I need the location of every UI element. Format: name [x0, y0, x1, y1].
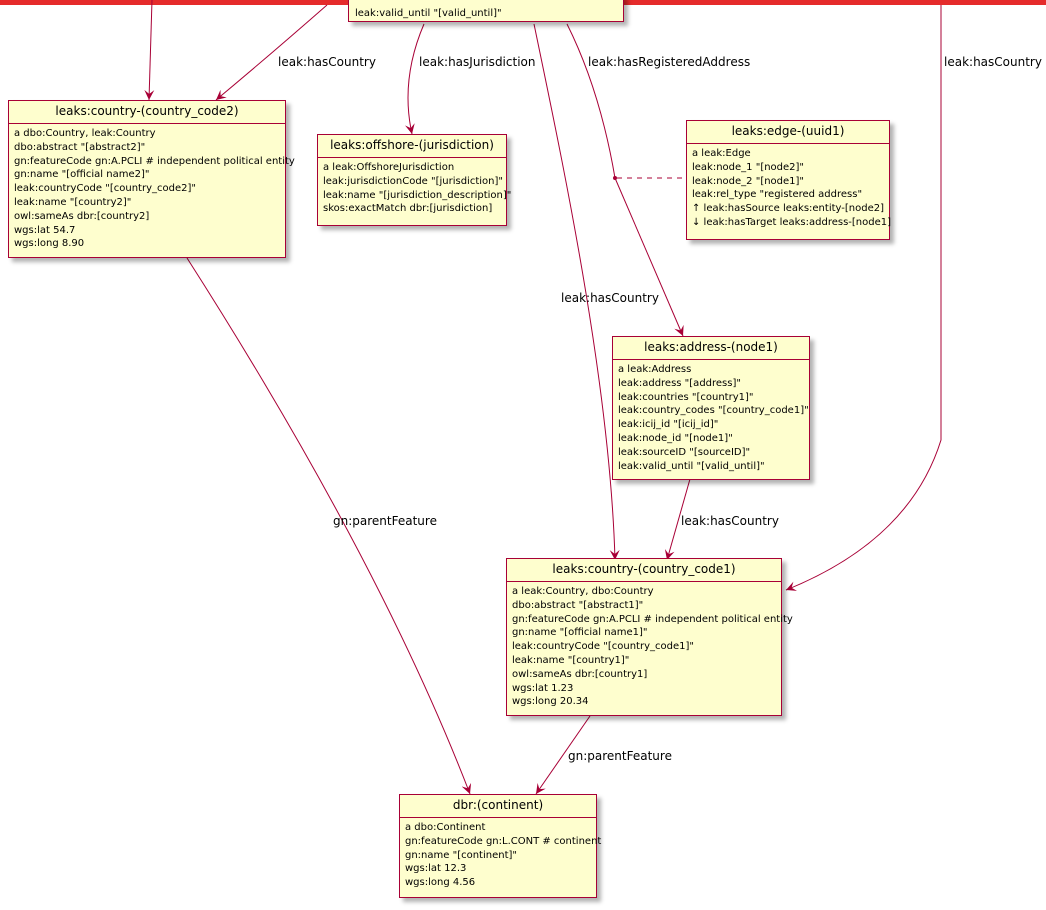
node-address-node1[interactable]: leaks:address-(node1) a leak:Address lea…	[612, 336, 810, 480]
node-prop: wgs:long 8.90	[14, 238, 85, 250]
node-prop: wgs:lat 54.7	[14, 224, 76, 236]
node-continent[interactable]: dbr:(continent) a dbo:Continent gn:featu…	[399, 794, 602, 898]
edge-parent-feature-1	[186, 257, 472, 795]
node-prop: owl:sameAs dbr:[country1]	[512, 668, 648, 680]
edge-join-dot	[613, 176, 617, 180]
node-prop: dbo:abstract "[abstract2]"	[14, 141, 146, 153]
node-prop: leak:sourceID "[sourceID]"	[618, 446, 751, 458]
node-prop: a dbo:Country, leak:Country	[14, 128, 156, 139]
node-prop: dbo:abstract "[abstract1]"	[512, 599, 644, 611]
node-prop: leak:rel_type "registered address"	[692, 189, 863, 201]
node-country-code2-title: leaks:country-(country_code2)	[9, 101, 285, 124]
top-node-partial: leak:valid_until "[valid_until]"	[348, 0, 624, 22]
node-country-code1-title: leaks:country-(country_code1)	[507, 559, 781, 582]
node-prop: a leak:Address	[618, 364, 692, 375]
node-prop: leak:icij_id "[icij_id]"	[618, 419, 719, 431]
node-prop: leak:countryCode "[country_code1]"	[512, 641, 694, 653]
edge-has-registered-address-a	[566, 23, 616, 179]
node-prop: leak:name "[country2]"	[14, 196, 132, 208]
node-prop: wgs:long 4.56	[405, 877, 476, 889]
edge-label-has-country-1: leak:hasCountry	[278, 55, 376, 69]
node-prop: gn:featureCode gn:L.CONT # continent	[405, 835, 602, 847]
node-prop: gn:featureCode gn:A.PCLI # independent p…	[14, 155, 295, 167]
edge-has-jurisdiction	[404, 23, 425, 135]
node-prop: gn:name "[official name1]"	[512, 627, 648, 639]
edge-label-has-country-right: leak:hasCountry	[944, 55, 1042, 69]
edge-to-country2-left	[144, 0, 155, 101]
node-prop: leak:name "[jurisdiction_description]"	[323, 189, 512, 201]
node-continent-title: dbr:(continent)	[400, 795, 596, 818]
node-prop: a dbo:Continent	[405, 822, 486, 833]
edge-label-parent-feature-1: gn:parentFeature	[333, 514, 437, 528]
edge-address-has-country	[664, 478, 691, 561]
node-prop: ↓ leak:hasTarget leaks:address-[node1]	[692, 216, 892, 228]
node-prop: leak:valid_until "[valid_until]"	[618, 460, 765, 472]
node-prop: leak:name "[country1]"	[512, 654, 630, 666]
node-prop: leak:node_2 "[node1]"	[692, 175, 805, 187]
node-address-title: leaks:address-(node1)	[613, 337, 809, 360]
node-prop: wgs:long 20.34	[512, 696, 589, 708]
edge-has-country-mid	[533, 23, 620, 561]
node-prop: ↑ leak:hasSource leaks:entity-[node2]	[692, 203, 884, 215]
node-edge-uuid1[interactable]: leaks:edge-(uuid1) a leak:Edge leak:node…	[686, 120, 892, 240]
node-prop: gn:name "[continent]"	[405, 849, 517, 861]
node-prop: a leak:Edge	[692, 148, 751, 159]
node-country-code2[interactable]: leaks:country-(country_code2) a dbo:Coun…	[8, 100, 295, 258]
node-offshore-title: leaks:offshore-(jurisdiction)	[318, 135, 506, 158]
node-prop: gn:name "[official name2]"	[14, 169, 150, 181]
node-prop: wgs:lat 12.3	[405, 863, 467, 875]
node-prop: leak:countries "[country1]"	[618, 391, 754, 403]
edge-has-country-right	[785, 5, 942, 591]
node-prop: leak:node_1 "[node2]"	[692, 161, 805, 173]
node-prop: leak:country_codes "[country_code1]"	[618, 405, 809, 417]
node-prop: leak:node_id "[node1]"	[618, 432, 733, 444]
node-prop: leak:countryCode "[country_code2]"	[14, 183, 196, 195]
edge-label-address-has-country: leak:hasCountry	[681, 514, 779, 528]
edge-label-has-jurisdiction: leak:hasJurisdiction	[419, 55, 536, 69]
node-prop: owl:sameAs dbr:[country2]	[14, 210, 150, 222]
node-prop: wgs:lat 1.23	[512, 682, 574, 694]
node-edge-title: leaks:edge-(uuid1)	[687, 121, 889, 144]
node-offshore-jurisdiction[interactable]: leaks:offshore-(jurisdiction) a leak:Off…	[317, 134, 512, 226]
node-prop: leak:jurisdictionCode "[jurisdiction]"	[323, 175, 503, 187]
node-prop: a leak:OffshoreJurisdiction	[323, 162, 455, 173]
edge-parent-feature-2	[535, 715, 591, 795]
edge-has-country-to-country2	[215, 4, 328, 101]
edge-label-has-country-mid: leak:hasCountry	[561, 291, 659, 305]
node-prop: leak:address "[address]"	[618, 377, 741, 389]
edge-label-has-registered-address: leak:hasRegisteredAddress	[588, 55, 751, 69]
node-country-code1[interactable]: leaks:country-(country_code1) a leak:Cou…	[506, 558, 793, 716]
node-prop: gn:featureCode gn:A.PCLI # independent p…	[512, 613, 793, 625]
node-prop: a leak:Country, dbo:Country	[512, 586, 654, 597]
node-prop: skos:exactMatch dbr:[jurisdiction]	[323, 203, 493, 215]
edge-label-parent-feature-2: gn:parentFeature	[568, 749, 672, 763]
edge-has-registered-address-b	[614, 177, 684, 337]
top-node-prop: leak:valid_until "[valid_until]"	[355, 8, 502, 19]
